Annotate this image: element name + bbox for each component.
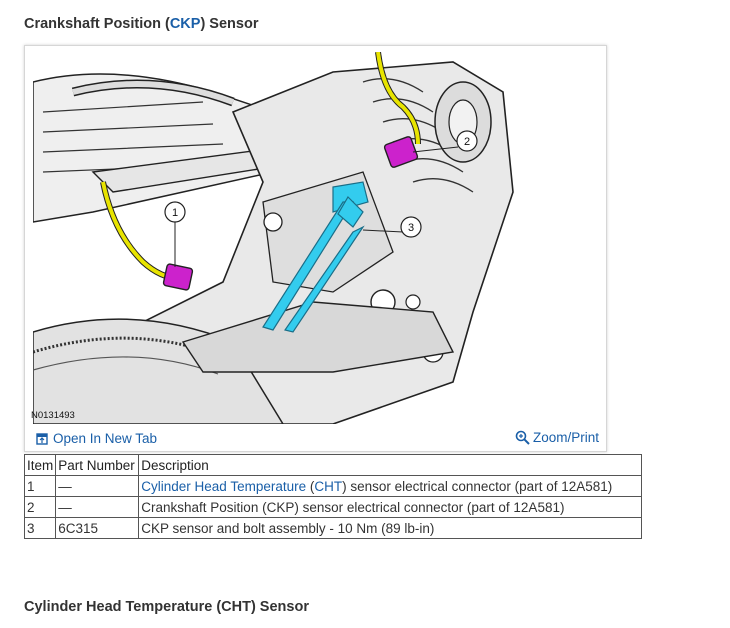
col-header-item: Item <box>23 454 57 476</box>
engine-illustration-frame: 1 2 3 <box>24 45 607 452</box>
cell-description: CKP sensor and bolt assembly - 10 Nm (89… <box>138 517 643 539</box>
callout-3: 3 <box>400 216 422 238</box>
ckp-abbr-link[interactable]: CKP <box>169 16 201 32</box>
zoom-print-link[interactable]: Zoom/Print <box>515 430 599 445</box>
cell-part: — <box>55 475 140 497</box>
desc-text: ) sensor electrical connector (part of 1… <box>342 478 613 494</box>
cell-part: — <box>55 496 140 518</box>
svg-text:1: 1 <box>172 207 178 219</box>
section-title-ckp: Crankshaft Position (CKP) Sensor <box>24 16 258 32</box>
figure-id: N0131493 <box>31 410 75 421</box>
figure-toolbar: Open In New Tab Zoom/Print <box>24 428 605 450</box>
cell-part: 6C315 <box>55 517 140 539</box>
cht-abbr-link[interactable]: CHT <box>314 478 343 494</box>
col-header-part-number: Part Number <box>55 454 140 476</box>
col-header-description: Description <box>138 454 643 476</box>
table-row: 2 — Crankshaft Position (CKP) sensor ele… <box>23 496 643 518</box>
table-row: 1 — Cylinder Head Temperature (CHT) sens… <box>23 475 643 497</box>
cell-item: 1 <box>23 475 57 497</box>
cell-item: 2 <box>23 496 57 518</box>
title-text-post: ) Sensor <box>200 16 259 32</box>
engine-illustration: 1 2 3 <box>33 52 599 424</box>
desc-text: ( <box>306 478 315 494</box>
cht-link[interactable]: Cylinder Head Temperature <box>141 478 307 494</box>
svg-text:3: 3 <box>408 222 414 234</box>
open-tab-label: Open In New Tab <box>53 431 158 446</box>
title-text-pre: Crankshaft Position ( <box>24 16 170 32</box>
svg-text:2: 2 <box>464 136 470 148</box>
table-header-row: Item Part Number Description <box>23 454 643 476</box>
table-row: 3 6C315 CKP sensor and bolt assembly - 1… <box>23 517 643 539</box>
new-tab-icon <box>36 432 48 445</box>
callout-1: 1 <box>164 201 186 223</box>
cell-item: 3 <box>23 517 57 539</box>
open-in-new-tab-link[interactable]: Open In New Tab <box>36 431 157 446</box>
cell-description: Crankshaft Position (CKP) sensor electri… <box>138 496 643 518</box>
parts-table: Item Part Number Description 1 — Cylinde… <box>23 454 643 539</box>
zoom-label: Zoom/Print <box>532 430 599 445</box>
cell-description: Cylinder Head Temperature (CHT) sensor e… <box>138 475 643 497</box>
section-title-cht: Cylinder Head Temperature (CHT) Sensor <box>24 599 309 615</box>
callout-2: 2 <box>456 130 478 152</box>
zoom-icon <box>515 430 530 445</box>
